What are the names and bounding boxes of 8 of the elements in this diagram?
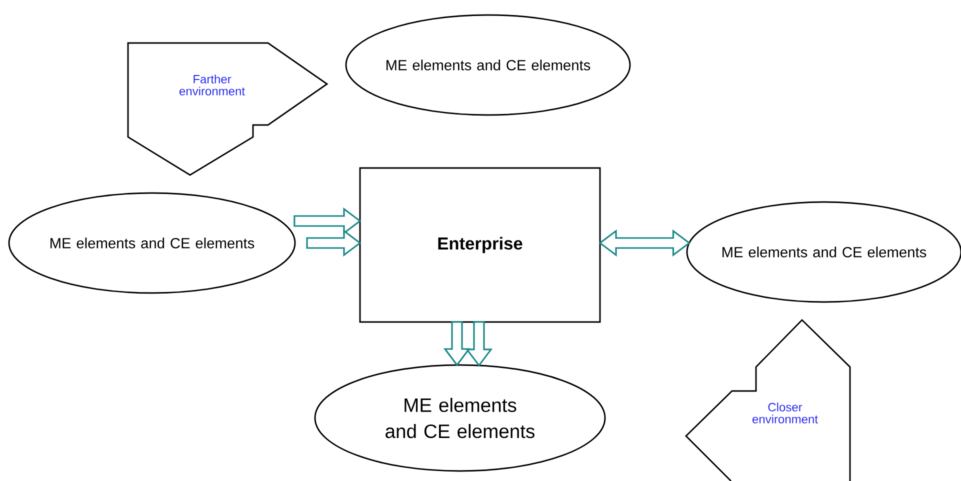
ellipse-node: ME elements and CE elements bbox=[345, 14, 631, 116]
process-box: Enterprise bbox=[359, 167, 601, 323]
block-arrow bbox=[306, 229, 362, 257]
ellipse-node: ME elements and CE elements bbox=[8, 192, 296, 294]
block-arrow bbox=[465, 321, 493, 367]
block-arrow bbox=[443, 321, 471, 366]
ellipse-node: ME elements and CE elements bbox=[314, 364, 606, 472]
block-arrow bbox=[294, 207, 362, 235]
